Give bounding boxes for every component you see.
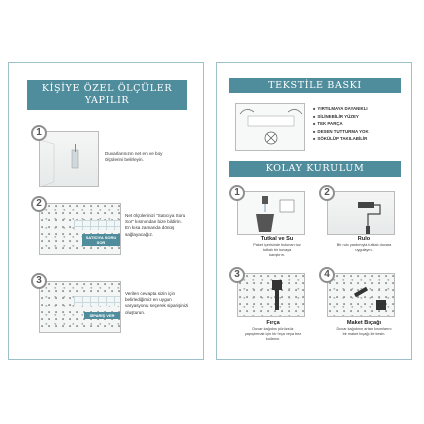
step-3-text-line3: varyasyonu seçerek siparişinizi [125,303,189,309]
tile-strip-2 [74,296,120,306]
step-3-text: Verilen cevapta sizin için belirlediğimi… [125,291,188,316]
install-step-2-name: Rulo [357,236,371,242]
easy-install-title: KOLAY KURULUM [229,161,401,177]
install-step-1-desc1: Paket içerisinde bulunan toz [253,243,301,247]
roller-image [327,191,395,235]
feature-list: YIRTILMAYA DAYANIKLI SİLİNEBİLİR YÜZEY T… [313,105,369,143]
install-step-3-desc3: kullanın. [265,337,281,341]
step-2-number: 2 [31,196,47,212]
install-step-4-caption: Maket Bıçağı Duvar kağıdının artan kısım… [321,319,407,337]
install-step-4-desc2: bir maket bıçağı ile kesin. [342,332,386,336]
install-step-3-desc2: yapıştırmak için bir fırça veya bez [244,332,302,336]
install-step-3-desc1: Duvar kağıdını pürüzsüz [252,327,294,331]
ask-seller-badge-line1: SATICIYA SORU [85,235,117,240]
install-step-2-desc2: uygulayın. [355,248,373,252]
glue-water-image [237,191,305,235]
utility-knife-image [327,273,395,317]
custom-size-title: KİŞİYE ÖZEL ÖLÇÜLER YAPILIR [27,80,187,110]
install-step-1-number: 1 [229,185,245,201]
step-2-text: Net ölçülerinizi "Satıcıya Soru Sor" kıs… [125,213,185,238]
install-step-4-number: 4 [319,267,335,283]
install-step-2-desc1: Bir rulo yardımıyla tutkalı duvara [336,243,392,247]
step-2-text-line3: En kısa zamanda dönüş [125,225,175,231]
install-step-1-name: Tutkal ve Su [260,236,294,242]
brush-image [237,273,305,317]
step-3-number: 3 [31,273,47,289]
step-2-text-line2: Sor" kısmından bize bildirin. [125,219,182,225]
install-step-2-caption: Rulo Bir rulo yardımıyla tutkalı duvara … [321,235,407,253]
install-step-4-name: Maket Bıçağı [346,320,382,326]
install-step-1-desc2: tutkalı bir kovaya [262,248,292,252]
left-panel: KİŞİYE ÖZEL ÖLÇÜLER YAPILIR 1 Duvarların… [8,62,204,360]
paint-roller-icon [358,202,381,234]
empty-room-icon [39,139,79,188]
step-1-text-line1: Duvarlarınızın net en ve boy [105,151,163,156]
ask-seller-badge-line2: SOR [96,240,106,245]
install-step-4-desc1: Duvar kağıdının artan kısımlarını [336,327,392,331]
step-1-text-line2: ölçülerini belirleyin. [105,157,144,163]
step-3-text-line1: Verilen cevapta sizin için [125,291,176,296]
step-1-number: 1 [31,125,47,141]
step-3-text-line2: belirlediğimiz en uygun [125,297,172,303]
fabric-stretch-image [235,103,305,151]
feature-item: SİLİNEBİLİR YÜZEY [313,113,369,121]
order-sample-image: SİPARİŞ VER [39,281,121,333]
install-step-1-desc3: karıştırın. [269,253,285,257]
step-2-text-line1: Net ölçülerinizi "Satıcıya Soru [125,213,186,218]
step-3-text-line4: oluşturun. [125,309,146,315]
install-step-3-name: Fırça [266,320,280,326]
tile-strip [74,220,120,230]
custom-size-title-line2: YAPILIR [84,95,130,106]
feature-item: DESEN TUTTURMA YOK [313,128,368,136]
hands-stretching-icon [239,109,303,145]
utility-knife-icon [353,286,386,310]
install-step-2-number: 2 [319,185,335,201]
feature-item: YIRTILMAYA DAYANIKLI [313,105,369,113]
order-badge: SİPARİŞ VER [84,312,120,319]
bucket-icon [256,196,295,232]
install-step-3-number: 3 [229,267,245,283]
right-panel: TEKSTİLE BASKI YIRTILMAYA DAYANIKLI SİLİ… [216,62,412,360]
install-step-1-caption: Tutkal ve Su Paket içerisinde bulunan to… [237,235,317,258]
step-2-text-line4: sağlayacağız. [125,231,154,237]
step-1-text: Duvarlarınızın net en ve boy ölçülerini … [105,151,162,163]
textile-print-title: TEKSTİLE BASKI [229,78,401,93]
wallpaper-sample-image: SATICIYA SORU SOR [39,203,121,255]
custom-size-title-line1: KİŞİYE ÖZEL ÖLÇÜLER [41,83,173,94]
feature-item: SÖKÜLÜP TAKILABİLİR [313,135,369,143]
feature-item: TEK PARÇA [313,120,369,128]
measure-wall-image [39,131,99,188]
install-step-3-caption: Fırça Duvar kağıdını pürüzsüz yapıştırma… [233,319,313,342]
ask-seller-badge: SATICIYA SORU SOR [82,234,120,246]
brush-icon [272,280,282,310]
